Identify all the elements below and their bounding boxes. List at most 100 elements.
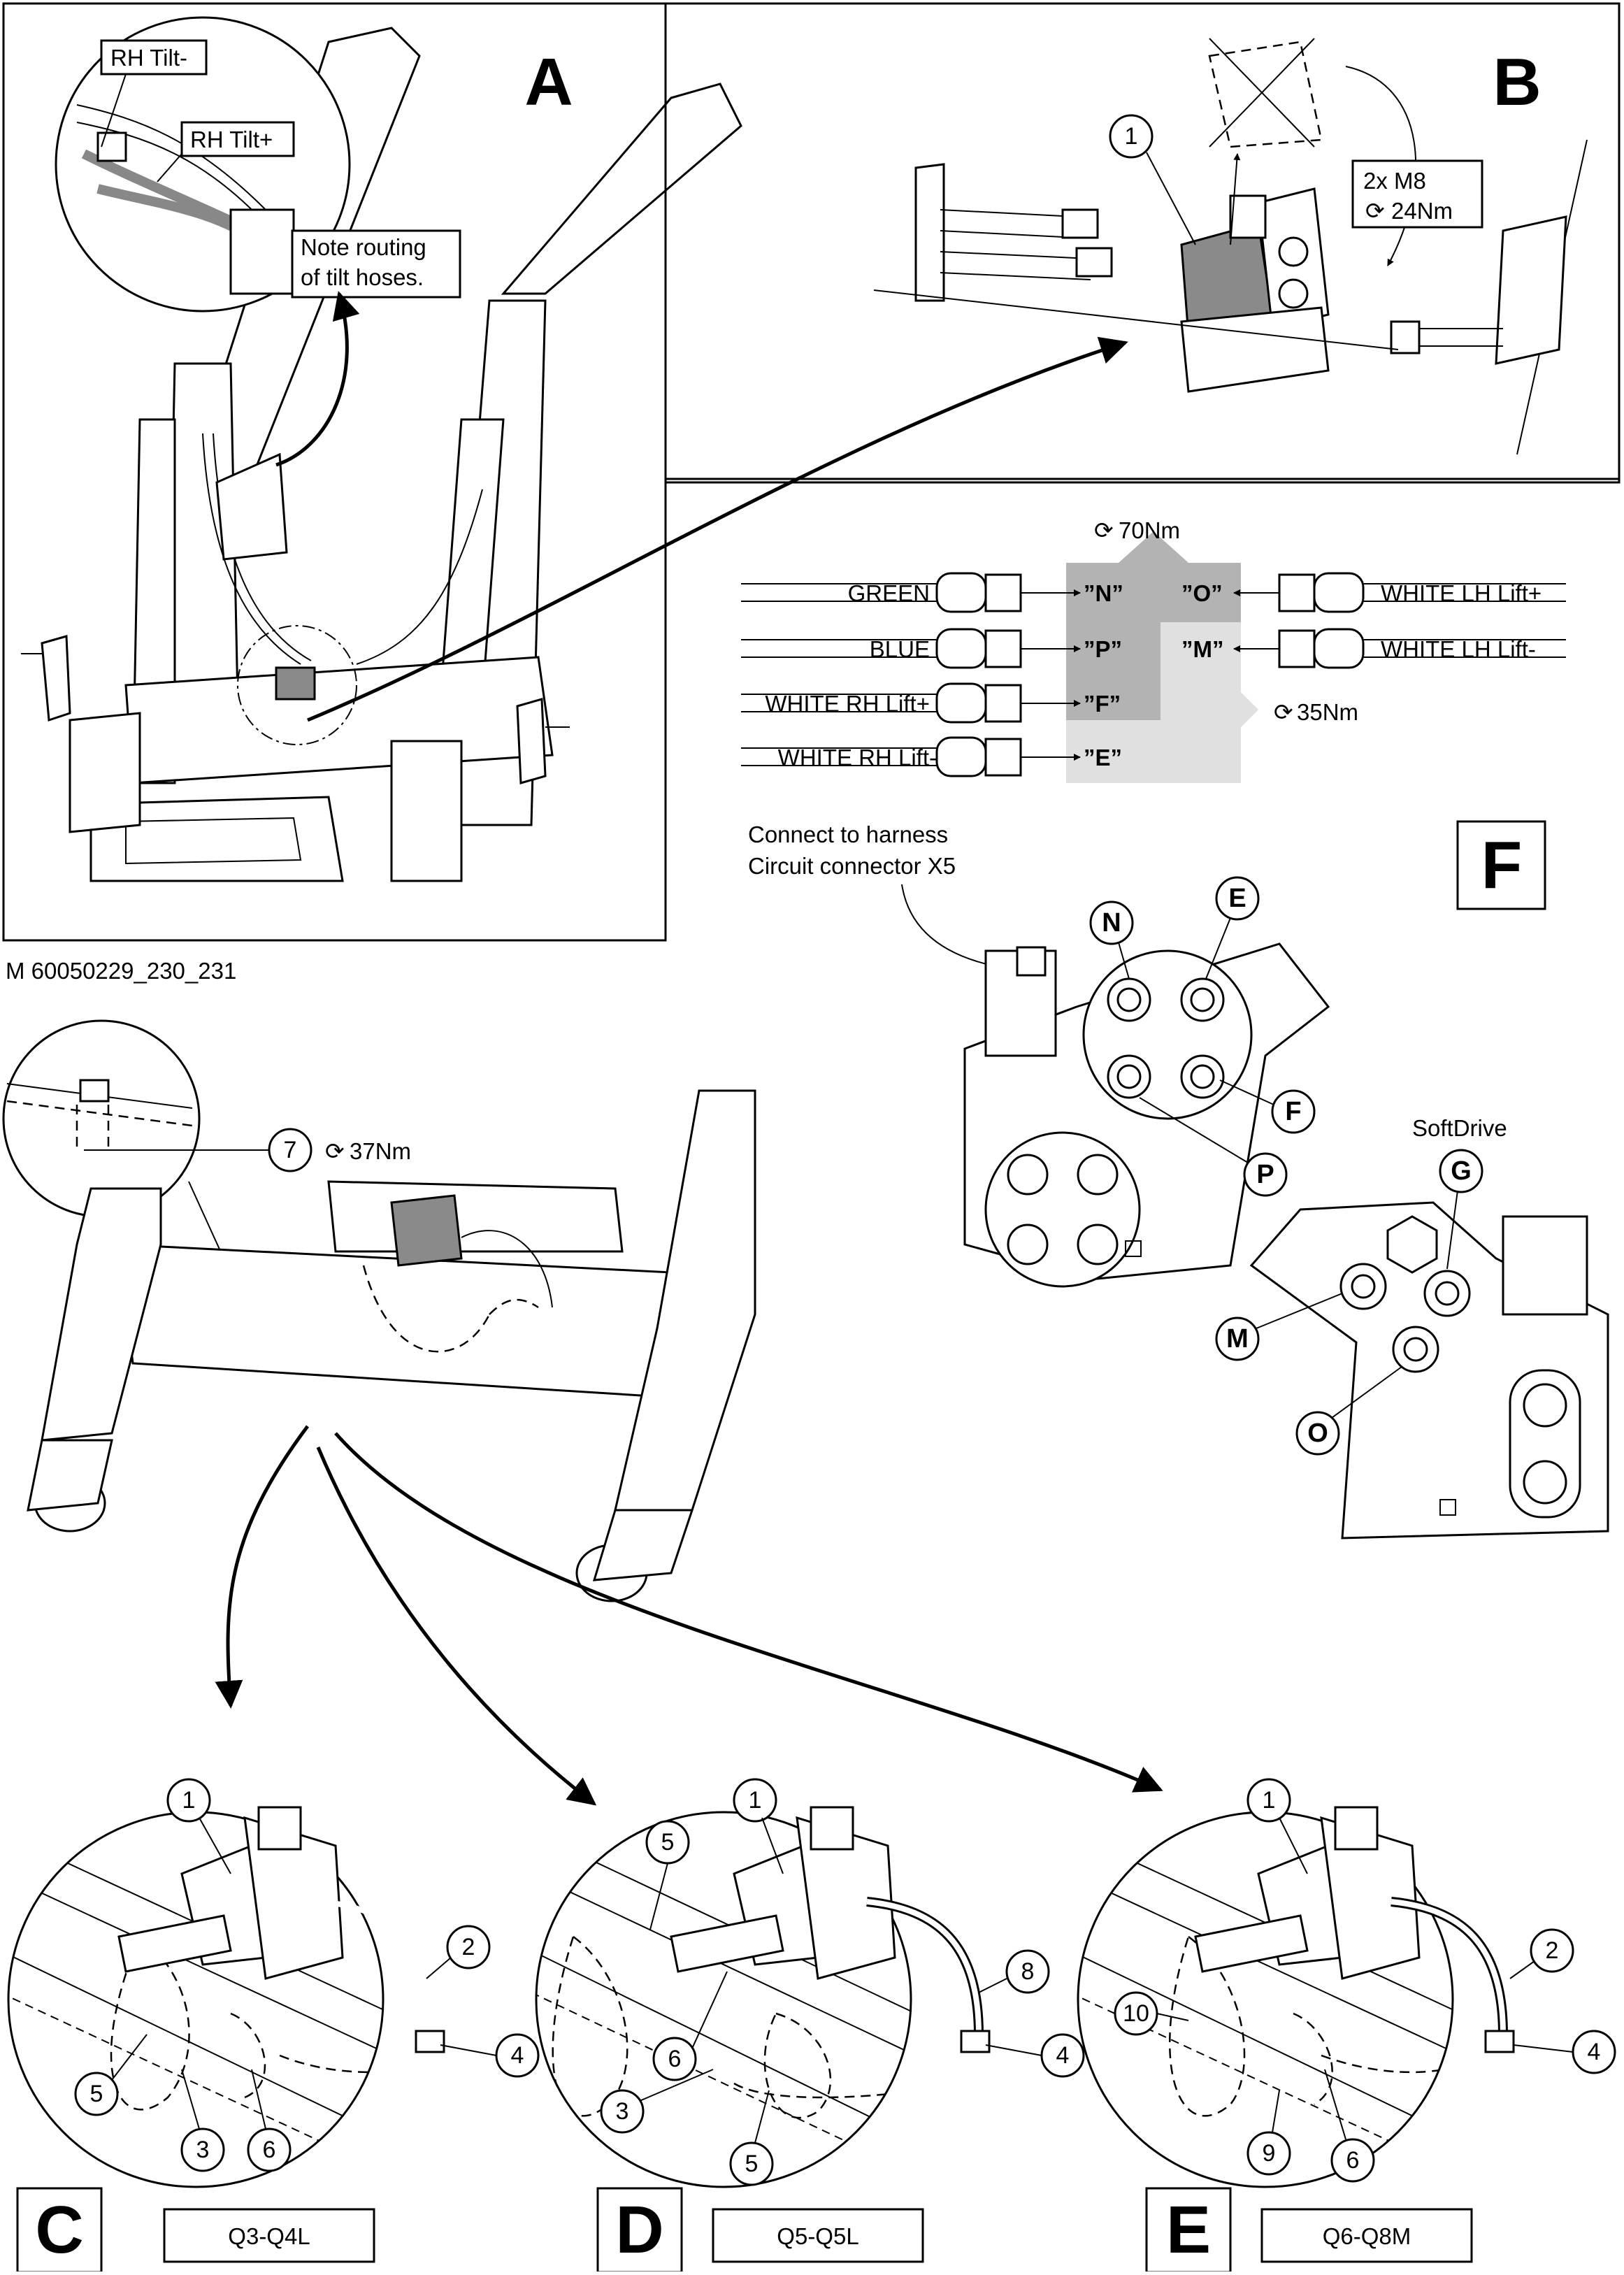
hose-white-rh-lift-plus-label: WHITE RH Lift+: [765, 691, 930, 717]
torque-70-icon: ⟳: [1094, 517, 1114, 543]
torque-zone-35: [1066, 622, 1241, 783]
detail-c-letter-box: [16, 2187, 103, 2274]
detail-c-model-box: [163, 2208, 375, 2263]
softdrive-title: SoftDrive: [1412, 1115, 1507, 1141]
bolt-spec-box: [1351, 159, 1483, 229]
hose-white-lh-lift-plus-label: WHITE LH Lift+: [1381, 580, 1542, 606]
detail-d-model: Q5-Q5L: [777, 2223, 858, 2249]
panel-f-letter-box: [1456, 820, 1546, 910]
callout-n-text: N: [1102, 908, 1121, 938]
hose-white-rh-lift-minus-label: WHITE RH Lift-: [778, 745, 937, 770]
callout-f: [1271, 1089, 1316, 1134]
arrow-to-e: [334, 1432, 1163, 1793]
callout-c-3: 3: [196, 2137, 210, 2163]
torque-37: 37Nm: [350, 1138, 411, 1164]
tilt-hose-detail: RH Tilt- RH Tilt+ Note routing of tilt h…: [55, 16, 461, 467]
panel-b-letter: B: [1493, 45, 1541, 120]
callout-d-5b: 5: [745, 2151, 759, 2177]
detail-d-model-box: [712, 2208, 924, 2263]
detail-e-letter: E: [1166, 2193, 1211, 2267]
detail-d-callouts: 1 5 8 6 3 4 5: [600, 1778, 1085, 2186]
callout-n: [1089, 900, 1134, 945]
hose-right-row-white-lh-lift-plus: WHITE LH Lift+ ”O”: [1181, 572, 1566, 613]
callout-m: [1215, 1316, 1260, 1361]
harness-note-line-1: Connect to harness: [748, 821, 948, 847]
callout-f-text: F: [1285, 1097, 1301, 1126]
panel-f: ⟳ 70Nm ⟳ 35Nm GREEN ”N” BLUE ”P” WHITE R…: [664, 479, 1621, 1540]
hose-left-row-blue: BLUE ”P”: [741, 628, 1122, 669]
callout-g-text: G: [1451, 1156, 1472, 1186]
hose-right-row-white-lh-lift-minus: WHITE LH Lift- ”M”: [1181, 628, 1566, 669]
callout-e-9: 9: [1263, 2140, 1276, 2167]
panel-a: A: [2, 2, 742, 942]
callout-c-5: 5: [90, 2081, 103, 2107]
torque-35-icon: ⟳: [1274, 699, 1293, 725]
callout-c-2: 2: [462, 1934, 475, 1960]
torque-37-icon: ⟳: [325, 1138, 345, 1164]
hose-white-lh-lift-minus-label: WHITE LH Lift-: [1381, 636, 1536, 662]
callout-e-10: 10: [1123, 2000, 1149, 2027]
removed-valve: [1208, 38, 1323, 148]
panel-b-frame: [664, 2, 1621, 480]
panel-b: B: [664, 2, 1621, 480]
rh-tilt-plus-label: RH Tilt+: [190, 127, 273, 152]
port-n-label: ”N”: [1084, 580, 1123, 606]
valve-assembly: [1180, 187, 1330, 393]
detail-e-callouts: 1 2 10 4 9 6: [1114, 1778, 1616, 2183]
hose-green-label: GREEN: [848, 580, 930, 606]
callout-e-2: 2: [1546, 1937, 1559, 1964]
valve-block-1: [963, 942, 1330, 1288]
softdrive-callouts: G M O: [1215, 1149, 1483, 1456]
callout-d-4: 4: [1056, 2042, 1070, 2069]
panel-f-letter: F: [1481, 828, 1523, 903]
softdrive-valve: [1249, 1201, 1609, 1540]
callout-d-3: 3: [616, 2098, 629, 2125]
hose-left-row-white-rh-lift-minus: WHITE RH Lift- ”E”: [741, 736, 1122, 777]
port-e-label: ”E”: [1084, 745, 1122, 770]
port-o-label: ”O”: [1181, 580, 1223, 606]
callout-p: [1243, 1152, 1288, 1197]
rh-tilt-minus-box: [100, 39, 208, 76]
callout-d-1: 1: [749, 1787, 762, 1814]
callout-d-8: 8: [1021, 1958, 1035, 1985]
detail-d-letter: D: [615, 2193, 663, 2267]
port-m-label: ”M”: [1181, 636, 1224, 662]
bracket-right: [1390, 139, 1588, 455]
detail-d: 1 5 8 6 3 4 5 D Q5-Q5L: [535, 1778, 1085, 2274]
callout-e-text: E: [1228, 884, 1246, 913]
rh-tilt-plus-box: [180, 121, 295, 157]
torque-35: 35Nm: [1297, 699, 1358, 725]
callout-e-4: 4: [1588, 2039, 1601, 2065]
callout-c-1: 1: [182, 1787, 196, 1814]
arrow-a-to-b: [307, 336, 1128, 722]
valve-1-callouts: N E F P: [1089, 876, 1316, 1197]
detail-d-letter-box: [596, 2187, 683, 2274]
routing-note-box: [291, 229, 461, 299]
detail-c-model: Q3-Q4L: [228, 2223, 310, 2249]
detail-c-callouts: 1 2 3 4 5 6: [74, 1778, 540, 2172]
routing-note-line-1: Note routing: [301, 234, 426, 260]
callout-e-1: 1: [1263, 1787, 1276, 1814]
part-number: M 60050229_230_231: [6, 958, 236, 984]
callout-d-5a: 5: [661, 1829, 675, 1856]
callout-m-text: M: [1226, 1324, 1249, 1354]
detail-e-model: Q6-Q8M: [1323, 2223, 1411, 2249]
bolt-spec: 2x M8: [1363, 168, 1426, 194]
routing-note-line-2: of tilt hoses.: [301, 264, 424, 290]
detail-e-letter-box: [1145, 2187, 1232, 2274]
callout-b-1: [1109, 114, 1154, 159]
callout-7-text: 7: [284, 1137, 297, 1163]
arrow-to-c: [215, 1425, 310, 1709]
torque-70: 70Nm: [1119, 517, 1180, 543]
callout-e-6: 6: [1346, 2147, 1360, 2174]
bolt-detail-circle: [2, 1019, 201, 1218]
hose-blue-label: BLUE: [870, 636, 930, 662]
hoses-left: [914, 163, 1113, 302]
harness-note-line-2: Circuit connector X5: [748, 853, 956, 879]
hose-left-row-green: GREEN ”N”: [741, 572, 1123, 613]
port-p-label: ”P”: [1084, 636, 1122, 662]
panel-a-letter: A: [524, 45, 573, 120]
callout-o-text: O: [1307, 1419, 1328, 1448]
detail-c: 1 2 3 4 5 6 C Q3-Q4L: [7, 1778, 540, 2274]
